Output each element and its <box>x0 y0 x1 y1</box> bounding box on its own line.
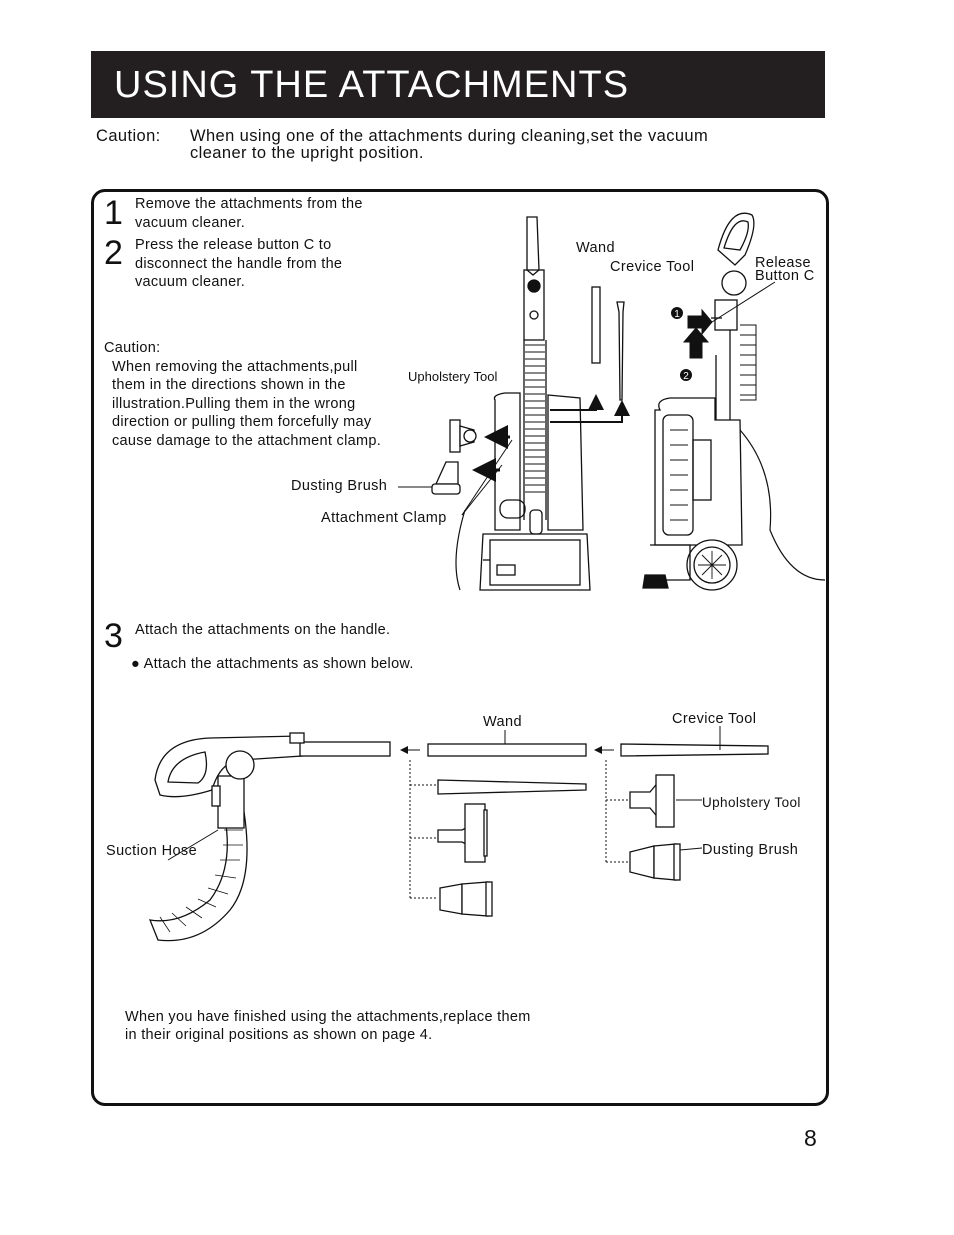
step-1-line-1: Remove the attachments from the <box>135 196 363 212</box>
caution-line-1: When using one of the attachments during… <box>190 127 709 145</box>
step-2-line-3: vacuum cleaner. <box>135 274 246 290</box>
svg-text:1: 1 <box>674 309 680 320</box>
step-3-line-1: Attach the attachments on the handle. <box>135 622 391 638</box>
release-arrows <box>682 281 776 359</box>
step-2-line-1: Press the release button C to <box>135 237 332 253</box>
suction-hose-label: Suction Hose <box>106 843 198 859</box>
handle-illustration <box>148 732 391 942</box>
inner-caution-label: Caution: <box>104 340 161 356</box>
footer-note-line-1: When you have finished using the attachm… <box>125 1009 531 1025</box>
attachment-clamp-label: Attachment Clamp <box>321 510 447 526</box>
dusting-brush-icon <box>431 461 461 495</box>
svg-text:2: 2 <box>683 371 689 382</box>
wand-label-2: Wand <box>483 714 522 730</box>
page-number: 8 <box>804 1125 817 1151</box>
crevice-tool-label: Crevice Tool <box>610 259 695 275</box>
caution-label: Caution: <box>96 127 161 145</box>
step-1-line-2: vacuum cleaner. <box>135 215 246 231</box>
inner-caution-line-5: cause damage to the attachment clamp. <box>112 433 382 449</box>
title-bar <box>91 51 825 118</box>
upholstery-tool-label: Upholstery Tool <box>408 369 498 384</box>
wand-and-crevice-illustration <box>591 286 625 401</box>
marker-2: 2 <box>680 369 692 382</box>
release-label-2: Button C <box>755 268 815 284</box>
connection-arrows <box>400 746 628 899</box>
dusting-brush-label: Dusting Brush <box>291 478 388 494</box>
release-label-1: Release <box>755 255 811 271</box>
attachment-row-illustrations <box>427 726 769 917</box>
upholstery-tool-label-2: Upholstery Tool <box>702 795 801 810</box>
footer-note-line-2: in their original positions as shown on … <box>125 1027 433 1043</box>
wand-label: Wand <box>576 240 615 256</box>
caution-line-2: cleaner to the upright position. <box>190 144 424 162</box>
inner-caution-line-1: When removing the attachments,pull <box>112 359 358 375</box>
inner-caution-line-2: them in the directions shown in the <box>112 377 346 393</box>
dusting-brush-label-2: Dusting Brush <box>702 842 799 858</box>
step-2-line-2: disconnect the handle from the <box>135 256 343 272</box>
upholstery-tool-icon <box>449 419 477 453</box>
step-3-number: 3 <box>104 617 123 655</box>
page-title: USING THE ATTACHMENTS <box>114 64 630 106</box>
step-1-number: 1 <box>104 194 123 232</box>
vacuum-front-illustration <box>455 216 591 591</box>
suction-hose-leader <box>167 829 219 861</box>
step-2-number: 2 <box>104 234 123 272</box>
inner-caution-line-3: illustration.Pulling them in the wrong <box>112 396 356 412</box>
crevice-tool-label-2: Crevice Tool <box>672 711 757 727</box>
instructions-panel <box>91 189 829 1106</box>
step-3-bullet-text: Attach the attachments as shown below. <box>143 656 414 672</box>
marker-1: 1 <box>671 307 683 320</box>
vacuum-side-illustration <box>642 212 826 591</box>
removal-arrows <box>472 394 630 482</box>
step-3-bullet: ● Attach the attachments as shown below. <box>131 656 414 672</box>
inner-caution-line-4: direction or pulling them forcefully may <box>112 414 372 430</box>
